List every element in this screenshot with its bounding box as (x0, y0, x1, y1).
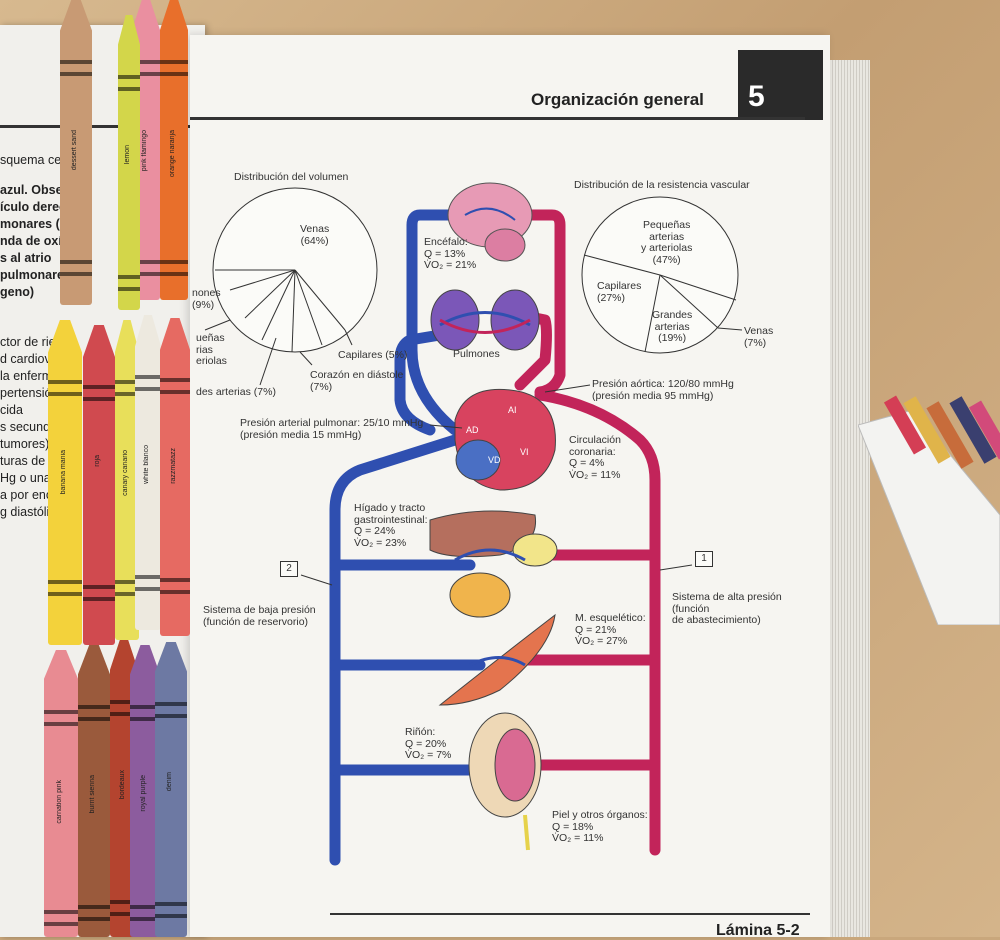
resistance-veins-label: Venas (7%) (744, 325, 774, 349)
left-text-line: pulmonares (0, 268, 71, 282)
crayon-label: orange naranja (169, 130, 176, 178)
header-rule (190, 117, 805, 120)
crayon-box (858, 395, 1000, 625)
volume-capillaries-label: Capilares (5%) (338, 349, 408, 361)
system-1-box: 1 (695, 551, 713, 567)
muscle-label: M. esquelético: Q = 21% V̇O₂ = 27% (575, 612, 646, 647)
chapter-number: 5 (748, 80, 765, 113)
crayon-label: canary canario (122, 450, 129, 496)
left-text-line: Hg o una p (0, 471, 62, 485)
crayon-label: white blanco (143, 445, 150, 484)
system-2-box: 2 (280, 561, 298, 577)
left-text-line: d cardiovas (0, 352, 64, 366)
left-text-line: turas de la (0, 454, 59, 468)
volume-pie (204, 187, 378, 386)
resistance-small-arteries-label: Pequeñas arterias y arteriolas (47%) (641, 219, 693, 266)
resistance-pie-title: Distribución de la resistencia vascular (574, 179, 750, 191)
left-text-line: s al atrio (0, 251, 52, 265)
leader-lines (300, 384, 693, 586)
crayon (60, 0, 92, 305)
crayon-label: burnt sienna (89, 775, 96, 814)
kidney-illustration (468, 712, 542, 851)
volume-venas-label: Venas (64%) (300, 223, 330, 247)
left-text-line: tumores). (0, 437, 53, 451)
heart-ra-label: AD (466, 425, 479, 435)
lungs-label: Pulmones (453, 348, 500, 360)
left-text-line: s secundar (0, 420, 62, 434)
left-text-line: azul. Obser (0, 183, 68, 197)
plate-number: Lámina 5-2 (716, 922, 800, 939)
page-stack-edge (830, 60, 870, 937)
crayon-label: denim (166, 772, 173, 792)
left-text-line: g diastólica (0, 505, 63, 519)
left-text-line: nda de oxíg (0, 234, 70, 248)
left-page-rule (0, 125, 200, 128)
heart-lv-label: VI (520, 447, 529, 457)
crayon-label: bordeaux (119, 770, 126, 800)
left-text-line: geno) (0, 285, 35, 299)
crayon (83, 325, 115, 645)
high-pressure-label: Sistema de alta presión (función de abas… (672, 591, 782, 626)
chapter-tab (738, 50, 823, 120)
left-text-line: monares (a (0, 217, 67, 231)
aortic-pressure-label: Presión aórtica: 120/80 mmHg (presión me… (592, 378, 734, 402)
volume-pie-title: Distribución del volumen (234, 171, 349, 183)
coronary-label: Circulación coronaria: Q = 4% V̇O₂ = 11% (569, 434, 621, 481)
resistance-capillaries-label: Capilares (27%) (597, 280, 642, 304)
volume-large-arteries-label: des arterias (7%) (196, 386, 276, 398)
crayon (155, 642, 187, 937)
skin-label: Piel y otros órganos: Q = 18% V̇O₂ = 11% (552, 809, 648, 844)
crayon (48, 320, 82, 645)
crayon-label: pink flamingo (141, 130, 148, 172)
volume-small-arteries-label: ueñas rias eriolas (196, 332, 227, 367)
lungs-illustration (430, 289, 540, 351)
volume-venules-label: nones (9%) (192, 287, 221, 311)
crayon (118, 15, 140, 310)
resistance-large-arteries-label: Grandes arterias (19%) (652, 309, 693, 344)
crayon (135, 315, 161, 630)
page-title: Organización general (531, 90, 704, 109)
left-text-line: pertensión (0, 386, 59, 400)
crayon-label: carnation pink (56, 780, 63, 824)
heart-illustration (454, 388, 556, 491)
crayon-label: lemon (124, 145, 131, 165)
left-text-line: ículo derec (0, 200, 66, 214)
crayon-label: roja (94, 455, 101, 467)
volume-heart-label: Corazón en diástole (7%) (310, 369, 404, 393)
brain-illustration (447, 182, 533, 262)
crayon (160, 318, 190, 636)
crayon (44, 650, 78, 937)
heart-rv-label: VD (488, 455, 501, 465)
low-pressure-label: Sistema de baja presión (función de rese… (203, 604, 316, 628)
pulmonary-pressure-label: Presión arterial pulmonar: 25/10 mmHg (p… (240, 417, 424, 441)
muscle-illustration (438, 613, 556, 706)
kidney-label: Riñón: Q = 20% V̇O₂ = 7% (405, 726, 452, 761)
crayon-label: banana mania (60, 450, 67, 495)
venous-system (329, 209, 486, 866)
crayon (160, 0, 188, 300)
brain-label: Encéfalo: Q = 13% V̇O₂ = 21% (424, 236, 477, 271)
heart-la-label: AI (508, 405, 517, 415)
liver-gi-illustration (429, 510, 558, 618)
crayon-label: royal purple (140, 775, 147, 812)
left-text-line: squema cer (0, 153, 66, 167)
crayon (78, 645, 110, 937)
liver-gi-label: Hígado y tracto gastrointestinal: Q = 24… (354, 502, 428, 549)
left-text-line: cida (0, 403, 23, 417)
resistance-pie (581, 196, 743, 354)
footer-rule (330, 913, 810, 915)
crayon-label: razzmatazz (170, 448, 177, 484)
crayon-label: dessert sand (71, 130, 78, 171)
